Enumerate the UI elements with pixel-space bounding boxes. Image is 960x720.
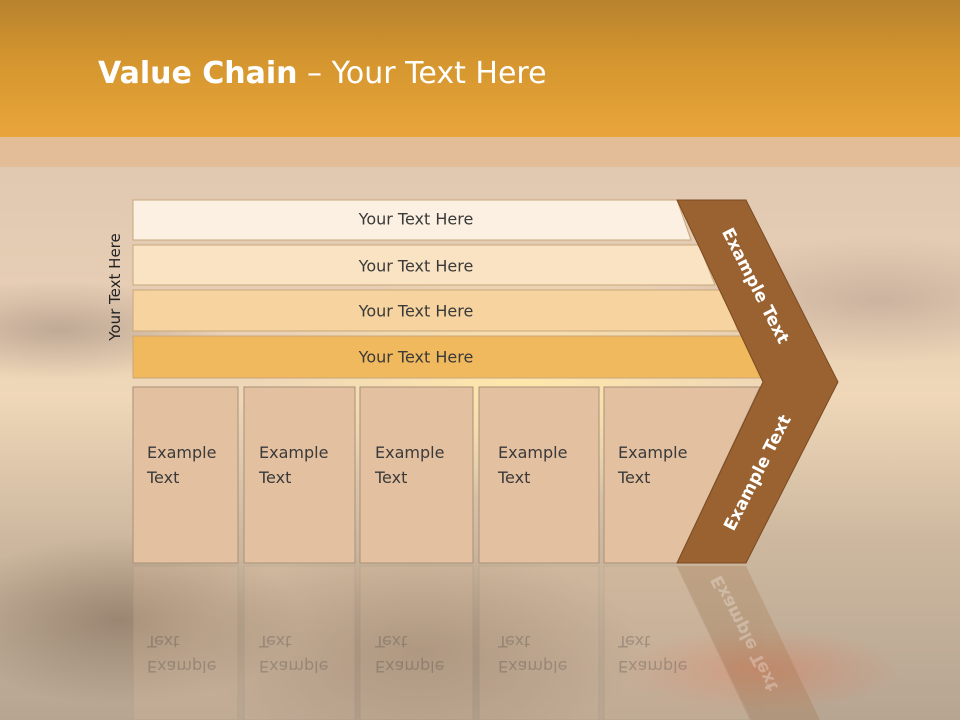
box-1-line2: Text: [147, 468, 180, 487]
band-2: [132, 244, 716, 286]
box-3-reflection-line2: Text: [375, 632, 408, 651]
box-5-reflection: [603, 565, 751, 720]
band-4-label: Your Text Here: [358, 347, 474, 367]
box-2-reflection-label: Example Text: [259, 629, 354, 679]
band-3-label: Your Text Here: [358, 301, 474, 321]
box-5-reflection-label: Example Text: [618, 629, 713, 679]
title-bold: Value Chain: [98, 56, 298, 91]
slide-title: Value Chain – Your Text Here: [98, 52, 798, 96]
reflection-text-layer: Example Text Example Text Example Text E…: [0, 563, 960, 720]
header-strip: [0, 137, 960, 167]
box-4-line1: Example: [498, 443, 568, 462]
chevron-reflection: [677, 566, 820, 720]
band-1: [132, 199, 692, 241]
chevron-reflection-label: Example Text: [707, 571, 783, 695]
box-3-line2: Text: [375, 468, 408, 487]
box-4-reflection-label: Example Text: [498, 629, 593, 679]
box-2-reflection-line1: Example: [259, 657, 329, 676]
box-1-reflection-line1: Example: [147, 657, 217, 676]
box-5-reflection-line2: Text: [618, 632, 651, 651]
box-3-reflection: [359, 565, 474, 720]
box-5-label: Example Text: [618, 440, 713, 490]
box-2-label: Example Text: [259, 440, 354, 490]
box-3: [359, 386, 474, 564]
box-2-reflection-line2: Text: [259, 632, 292, 651]
box-5-line1: Example: [618, 443, 688, 462]
header-bar: [0, 0, 960, 137]
box-4-label: Example Text: [498, 440, 593, 490]
box-3-reflection-label: Example Text: [375, 629, 470, 679]
box-4-reflection-line1: Example: [498, 657, 568, 676]
box-2: [243, 386, 356, 564]
box-1-line1: Example: [147, 443, 217, 462]
title-rest: Your Text Here: [331, 56, 547, 91]
box-2-line2: Text: [259, 468, 292, 487]
box-3-label: Example Text: [375, 440, 470, 490]
box-1: [132, 386, 239, 564]
box-1-label: Example Text: [147, 440, 242, 490]
box-3-reflection-line1: Example: [375, 657, 445, 676]
box-3-line1: Example: [375, 443, 445, 462]
box-1-reflection-line2: Text: [147, 632, 180, 651]
band-2-label: Your Text Here: [358, 256, 474, 276]
box-5-reflection-line1: Example: [618, 657, 688, 676]
box-5-line2: Text: [618, 468, 651, 487]
band-1-label: Your Text Here: [358, 209, 474, 229]
box-1-reflection: [132, 565, 239, 720]
box-4-line2: Text: [498, 468, 531, 487]
title-separator: –: [297, 56, 332, 91]
reflection-group: [132, 565, 820, 720]
box-4-reflection-line2: Text: [498, 632, 531, 651]
chevron-arrow: [676, 199, 839, 564]
box-2-reflection: [243, 565, 356, 720]
box-4: [478, 386, 600, 564]
band-3: [132, 289, 739, 332]
box-2-line1: Example: [259, 443, 329, 462]
box-1-reflection-label: Example Text: [147, 629, 242, 679]
box-4-reflection: [478, 565, 600, 720]
